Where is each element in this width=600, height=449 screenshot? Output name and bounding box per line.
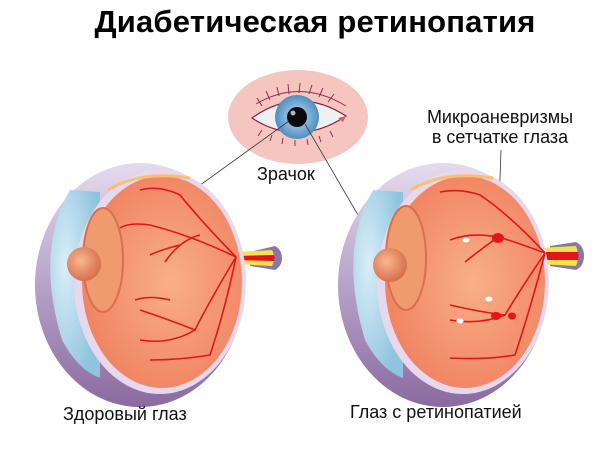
microaneurysms-label-line1: Микроаневризмы — [426, 107, 574, 127]
lens — [67, 247, 101, 281]
microaneurysms-label: Микроаневризмы в сетчатке глаза — [405, 107, 595, 147]
microaneurysms — [491, 233, 516, 320]
diagram-title: Диабетическая ретинопатия — [94, 4, 536, 39]
retinopathy-eye-cross-section — [338, 163, 584, 407]
retina — [82, 176, 242, 388]
microaneurysms-label-line2: в сетчатке глаза — [431, 127, 569, 147]
exudates — [456, 237, 493, 324]
blood-vessels — [119, 187, 237, 361]
retina — [385, 176, 545, 388]
lens — [373, 248, 407, 282]
healthy-eye-cross-section — [35, 163, 282, 407]
pupil — [287, 107, 307, 127]
front-eye-illustration — [228, 70, 368, 164]
eyelashes — [255, 82, 347, 146]
pupil-label: Зрачок — [257, 164, 315, 184]
healthy-eye-label: Здоровый глаз — [63, 404, 187, 424]
retinopathy-eye-label: Глаз с ретинопатией — [350, 402, 522, 422]
